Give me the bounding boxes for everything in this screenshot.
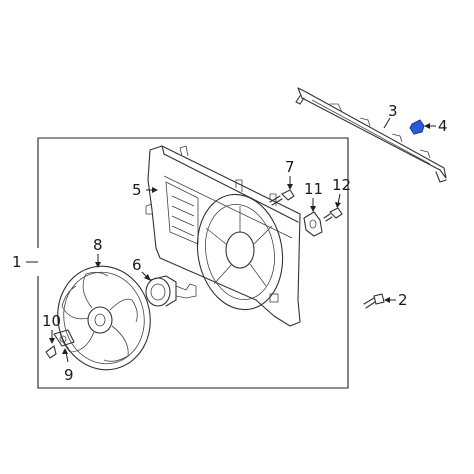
bolt-part-2 — [363, 293, 385, 309]
assembly-box — [37, 137, 349, 389]
callout-4: 4 — [438, 117, 448, 135]
callout-5: 5 — [132, 181, 142, 199]
fan-motor — [145, 275, 197, 307]
callout-3: 3 — [388, 102, 398, 120]
bolt-part-12 — [323, 207, 343, 222]
callout-6: 6 — [132, 256, 142, 274]
callout-10: 10 — [42, 312, 61, 330]
bracket-part-11 — [303, 211, 323, 237]
callout-1: 1 — [12, 253, 22, 271]
clip-part-4 — [409, 119, 425, 135]
bolt-part-7 — [269, 189, 295, 206]
callout-12: 12 — [332, 176, 351, 194]
callout-11: 11 — [304, 180, 323, 198]
callout-7: 7 — [285, 158, 295, 176]
air-deflector — [295, 87, 447, 183]
fan-blade — [57, 265, 151, 371]
clip-part-10 — [45, 345, 57, 359]
callout-2: 2 — [398, 291, 408, 309]
fan-shroud — [145, 145, 301, 327]
leader-lines — [26, 117, 436, 363]
callout-8: 8 — [93, 236, 103, 254]
callout-9: 9 — [64, 366, 74, 384]
nut-part-9 — [53, 329, 75, 347]
